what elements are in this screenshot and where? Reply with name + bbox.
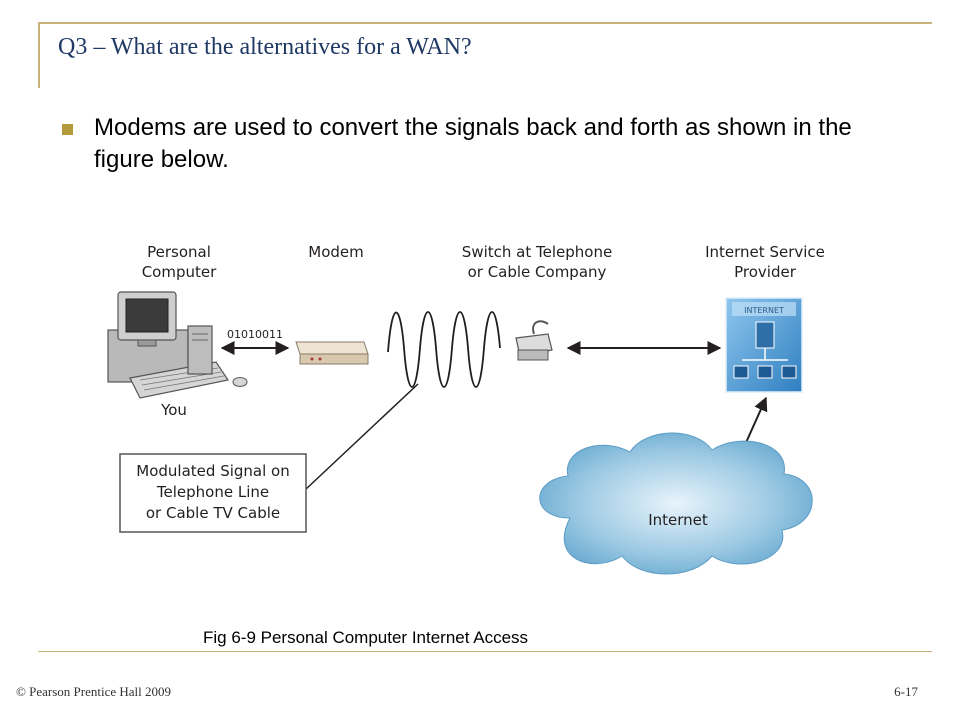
internet-access-diagram: Personal Computer Modem Switch at Teleph… xyxy=(107,243,825,575)
signal-label-line3: or Cable TV Cable xyxy=(146,504,280,522)
top-rule xyxy=(38,22,932,24)
you-label: You xyxy=(160,401,187,419)
left-rule xyxy=(38,22,40,88)
bottom-rule xyxy=(38,651,932,652)
slide-number: 6-17 xyxy=(894,684,918,699)
bullet-text: Modems are used to convert the signals b… xyxy=(94,114,852,173)
switch-plug-icon xyxy=(515,320,553,361)
slide-title: Q3 – What are the alternatives for a WAN… xyxy=(58,34,472,60)
analog-wave-signal xyxy=(387,311,501,388)
bullet-square-icon xyxy=(62,124,73,135)
figure-caption: Fig 6-9 Personal Computer Internet Acces… xyxy=(203,628,529,647)
isp-icon: INTERNET xyxy=(725,297,803,393)
personal-computer-icon xyxy=(107,291,248,399)
internet-label: Internet xyxy=(648,511,708,529)
modem-label: Modem xyxy=(308,243,363,261)
signal-label-line2: Telephone Line xyxy=(156,483,269,501)
signal-label-line1: Modulated Signal on xyxy=(136,462,289,480)
isp-sign-text: INTERNET xyxy=(744,306,784,315)
switch-label-line2: or Cable Company xyxy=(468,263,607,281)
internet-cloud-icon xyxy=(539,432,813,575)
isp-label-line2: Provider xyxy=(734,263,797,281)
binary-bits-label: 01010011 xyxy=(227,328,283,341)
pc-label-line1: Personal xyxy=(147,243,211,261)
copyright-footer: © Pearson Prentice Hall 2009 xyxy=(16,684,172,699)
switch-label-line1: Switch at Telephone xyxy=(462,243,612,261)
signal-pointer-line xyxy=(304,383,419,491)
pc-label-line2: Computer xyxy=(142,263,217,281)
modulated-signal-box xyxy=(119,453,307,533)
isp-label-line1: Internet Service xyxy=(705,243,825,261)
modem-icon xyxy=(295,341,369,365)
